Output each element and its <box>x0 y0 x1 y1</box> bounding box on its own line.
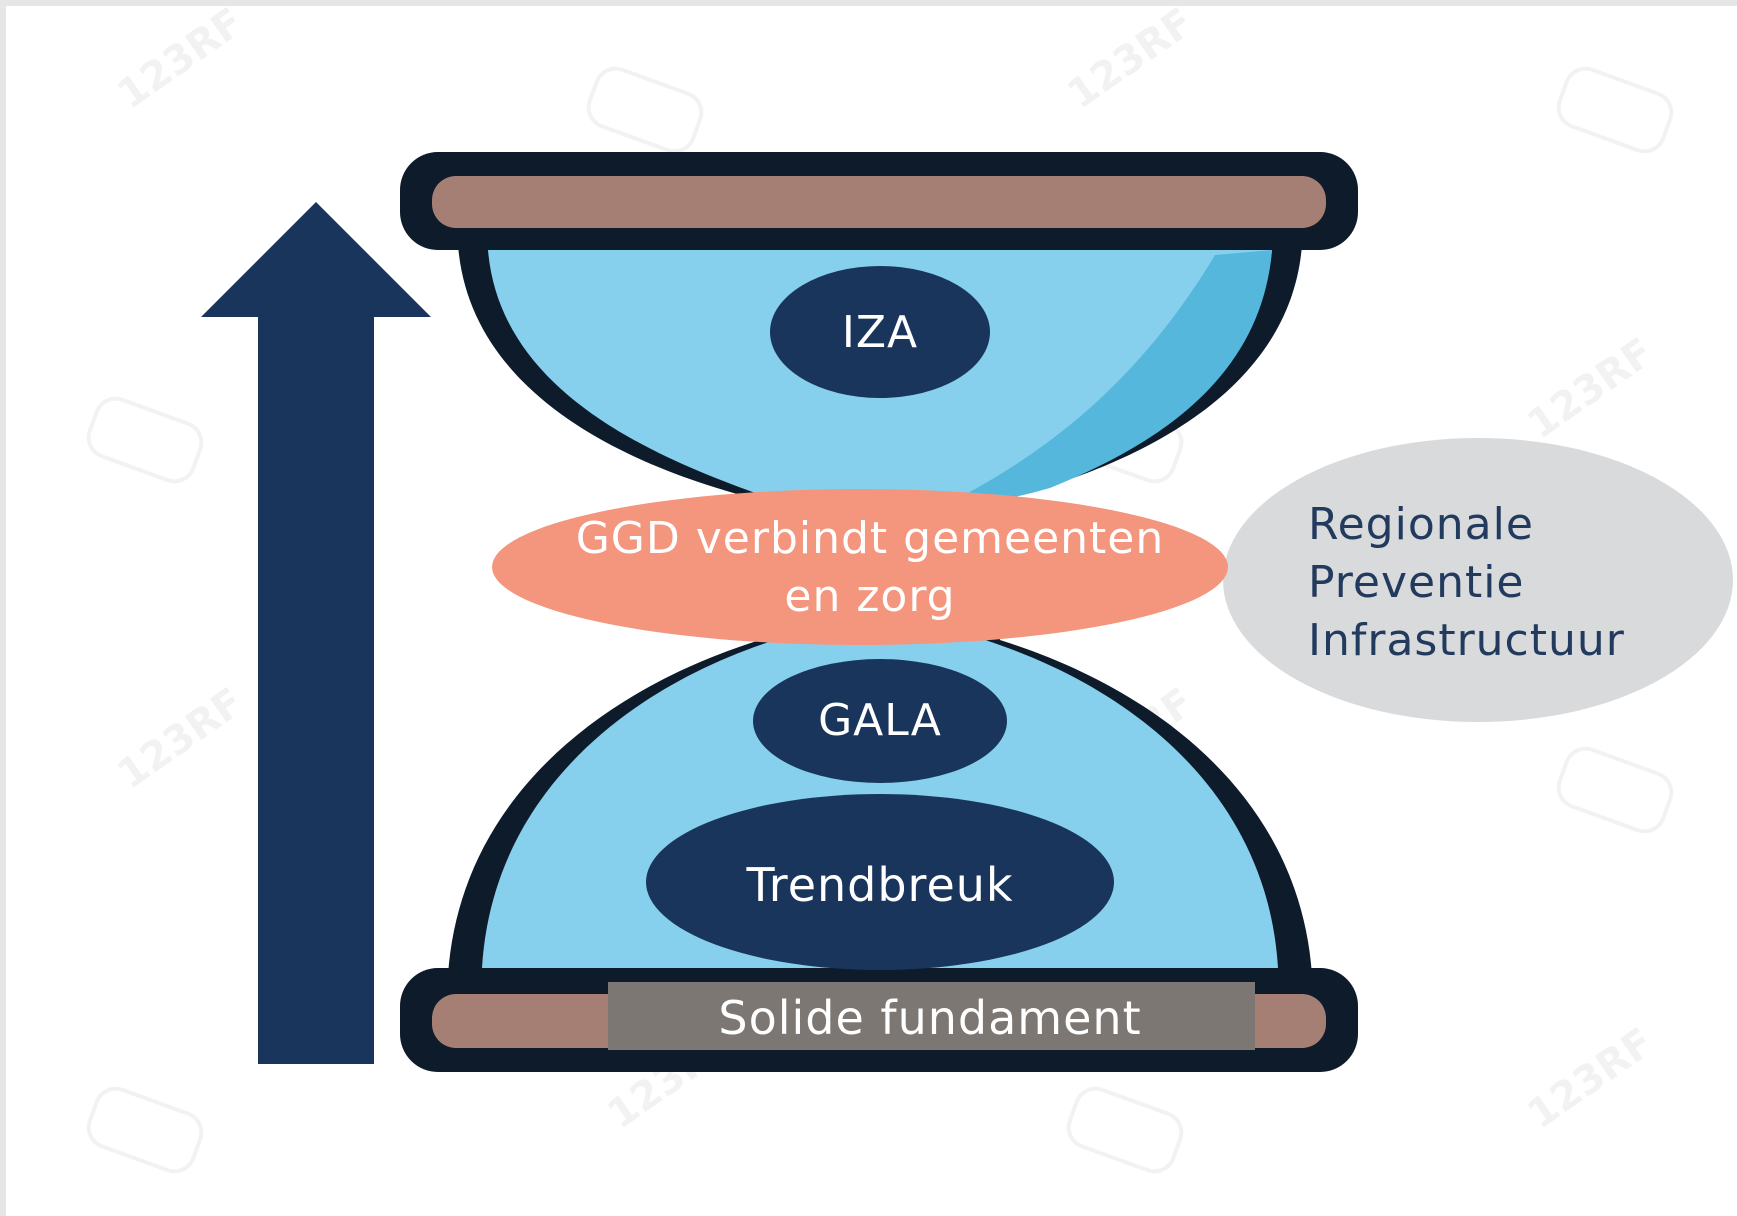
neck-label: GGD verbindt gemeenten en zorg <box>575 513 1165 622</box>
iza-ellipse <box>770 266 990 398</box>
iza-label: IZA <box>841 307 919 358</box>
gala-ellipse <box>753 659 1007 783</box>
trendbreuk-label: Trendbreuk <box>746 858 1014 912</box>
neck-ellipse <box>492 489 1228 645</box>
side-bubble <box>1223 438 1733 722</box>
watermark-text: 123RF <box>109 0 251 118</box>
trendbreuk-ellipse <box>646 794 1114 970</box>
side-bubble-label: Regionale Preventie Infrastructuur <box>1308 499 1625 666</box>
gala-label: GALA <box>818 695 942 746</box>
watermark-text: 123RF <box>1059 0 1201 118</box>
watermark-text: 123RF <box>1519 329 1661 448</box>
watermark-text: 123RF <box>1519 1019 1661 1138</box>
base-box <box>608 982 1255 1050</box>
hourglass-top-wood <box>432 176 1326 228</box>
hourglass-glass-shadow <box>955 250 1272 503</box>
base-label: Solide fundament <box>718 991 1142 1045</box>
up-arrow-icon <box>201 202 431 1064</box>
watermark-text: 123RF <box>109 679 251 798</box>
